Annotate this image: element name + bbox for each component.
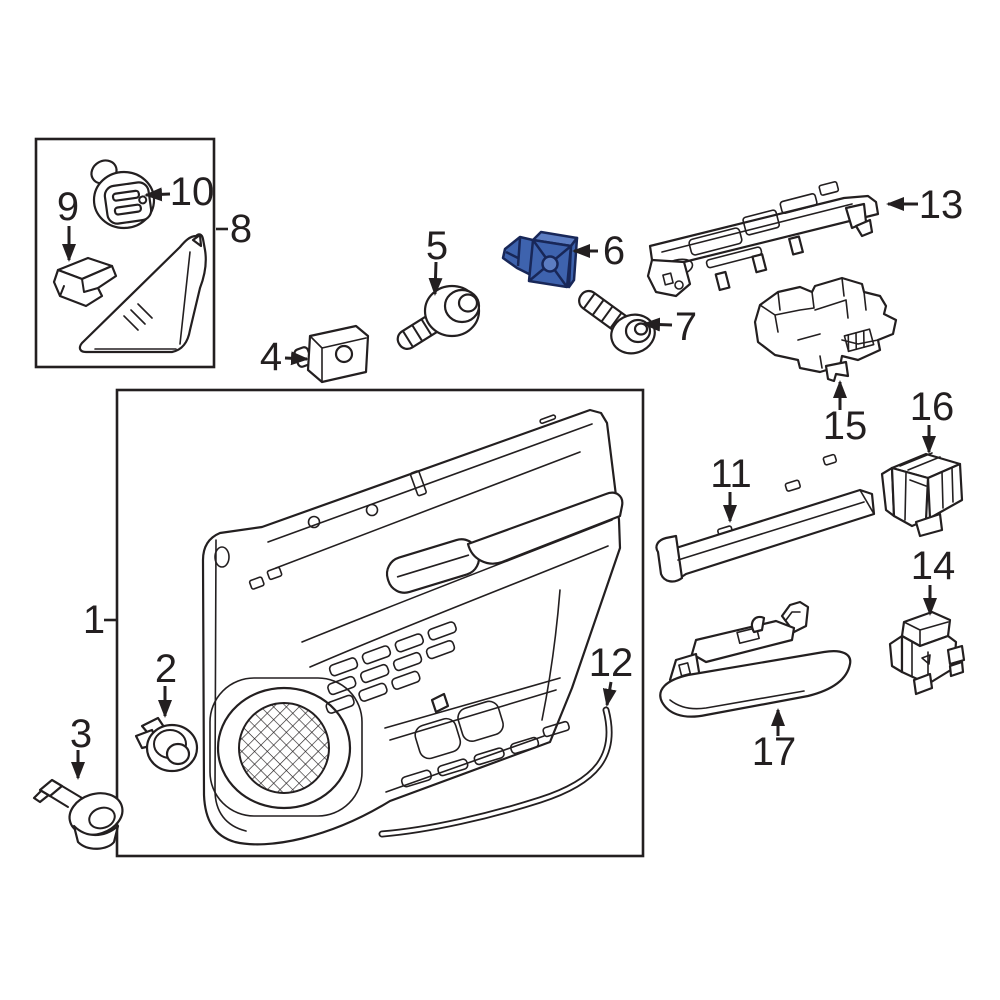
part-2-clip-drawing[interactable] <box>134 716 199 773</box>
callout-label-11[interactable]: 11 <box>710 452 752 496</box>
callout-arrows <box>62 187 937 780</box>
callout-label-12[interactable]: 12 <box>589 641 634 685</box>
callout-label-14[interactable]: 14 <box>911 544 956 588</box>
part-16-switch-drawing[interactable] <box>880 452 964 538</box>
callout-label-10[interactable]: 10 <box>170 170 215 214</box>
part-11-trim-strip-drawing[interactable] <box>655 453 876 583</box>
part-17-pull-handle-drawing[interactable] <box>659 600 852 718</box>
callout-label-1[interactable]: 1 <box>83 598 105 642</box>
part-1-door-trim-panel-drawing[interactable] <box>201 408 624 846</box>
callout-label-8[interactable]: 8 <box>230 207 252 251</box>
callout-label-13[interactable]: 13 <box>919 183 964 227</box>
callout-label-3[interactable]: 3 <box>70 712 92 756</box>
callout-label-2[interactable]: 2 <box>155 647 177 691</box>
callout-label-17[interactable]: 17 <box>752 730 797 774</box>
part-12-cord-drawing[interactable] <box>378 706 613 838</box>
part-5-screw-grommet-drawing[interactable] <box>394 284 481 352</box>
callout-label-7[interactable]: 7 <box>675 305 697 349</box>
part-9-clip-drawing[interactable] <box>52 256 118 308</box>
part-6-selected-clip-drawing[interactable] <box>501 230 579 289</box>
callout-label-5[interactable]: 5 <box>426 224 448 268</box>
part-4-clip-drawing[interactable] <box>293 324 370 384</box>
callout-label-4[interactable]: 4 <box>260 335 282 379</box>
callout-label-16[interactable]: 16 <box>910 385 955 429</box>
part-3-rivet-drawing[interactable] <box>32 778 128 850</box>
part-15-master-switch-drawing[interactable] <box>753 276 898 383</box>
part-13-switch-bezel-drawing[interactable] <box>646 180 880 303</box>
part-10-grommet-drawing[interactable] <box>87 156 156 230</box>
part-14-switch-drawing[interactable] <box>888 610 966 696</box>
grouping-box-door-panel <box>115 388 645 858</box>
part-8-corner-trim-drawing[interactable] <box>78 233 207 354</box>
callout-label-6[interactable]: 6 <box>603 229 625 273</box>
part-7-screw-drawing[interactable] <box>576 287 660 358</box>
callout-label-15[interactable]: 15 <box>823 404 868 448</box>
callout-label-9[interactable]: 9 <box>57 185 79 229</box>
grouping-box-mirror-trim <box>34 137 216 369</box>
